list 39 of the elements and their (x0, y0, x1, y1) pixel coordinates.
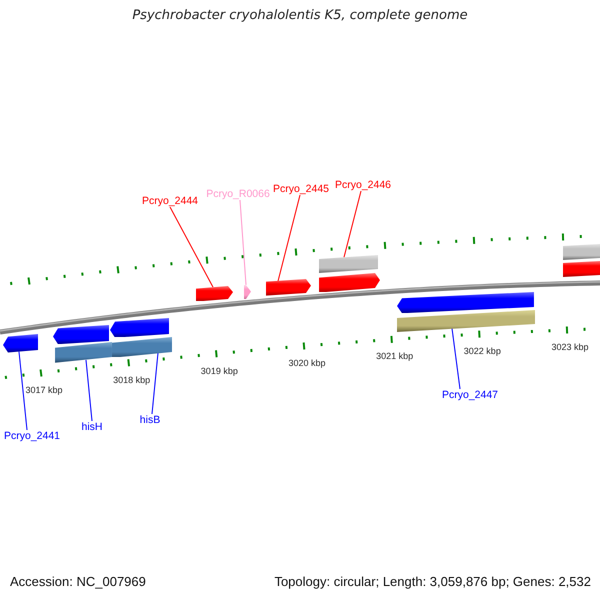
gene-feature (3, 334, 38, 353)
leader-line (18, 351, 28, 430)
scale-label: 3022 kbp (464, 345, 501, 358)
gene-label: Pcryo_2441 (4, 430, 60, 442)
leader-line (170, 206, 214, 288)
scale-label: 3017 kbp (25, 384, 63, 396)
gene-label: hisB (140, 414, 160, 426)
gene-label: Pcryo_2447 (442, 389, 498, 401)
leader-line (240, 200, 246, 286)
gene-feature (244, 284, 251, 299)
gene-feature (53, 324, 109, 344)
leader-line (152, 352, 158, 414)
gene-feature (319, 272, 380, 292)
genome-info-text: Topology: circular; Length: 3,059,876 bp; Genes: 2,532 (274, 574, 591, 590)
leader-line (344, 190, 362, 258)
scale-label: 3018 kbp (113, 374, 150, 386)
leader-line (452, 328, 460, 390)
gene-label: Pcryo_2445 (272, 183, 330, 195)
scale-label: 3020 kbp (288, 357, 326, 369)
feature-bar (112, 336, 172, 358)
accession-text: Accession: NC_007969 (10, 574, 146, 590)
gene-label: Pcryo_2444 (142, 195, 198, 207)
gene-feature (266, 279, 311, 296)
scale-label: 3021 kbp (376, 350, 414, 362)
feature-bar (563, 244, 600, 260)
leader-line (278, 194, 300, 282)
gene-label: Pcryo_2446 (334, 179, 392, 191)
gene-feature (397, 292, 534, 313)
gene-label: Pcryo_R0066 (206, 188, 270, 200)
gene-label: hisH (82, 421, 102, 433)
feature-bar (319, 255, 378, 273)
diagram-title: Psychrobacter cryohalolentis K5, complete genome (132, 8, 468, 24)
gene-feature (110, 318, 169, 338)
gene-feature (196, 286, 233, 302)
feature-bar (55, 342, 112, 363)
scale-label: 3023 kbp (551, 341, 588, 353)
feature-bar (397, 310, 535, 332)
scale-label: 3019 kbp (200, 364, 238, 377)
feature-bar (563, 261, 600, 277)
